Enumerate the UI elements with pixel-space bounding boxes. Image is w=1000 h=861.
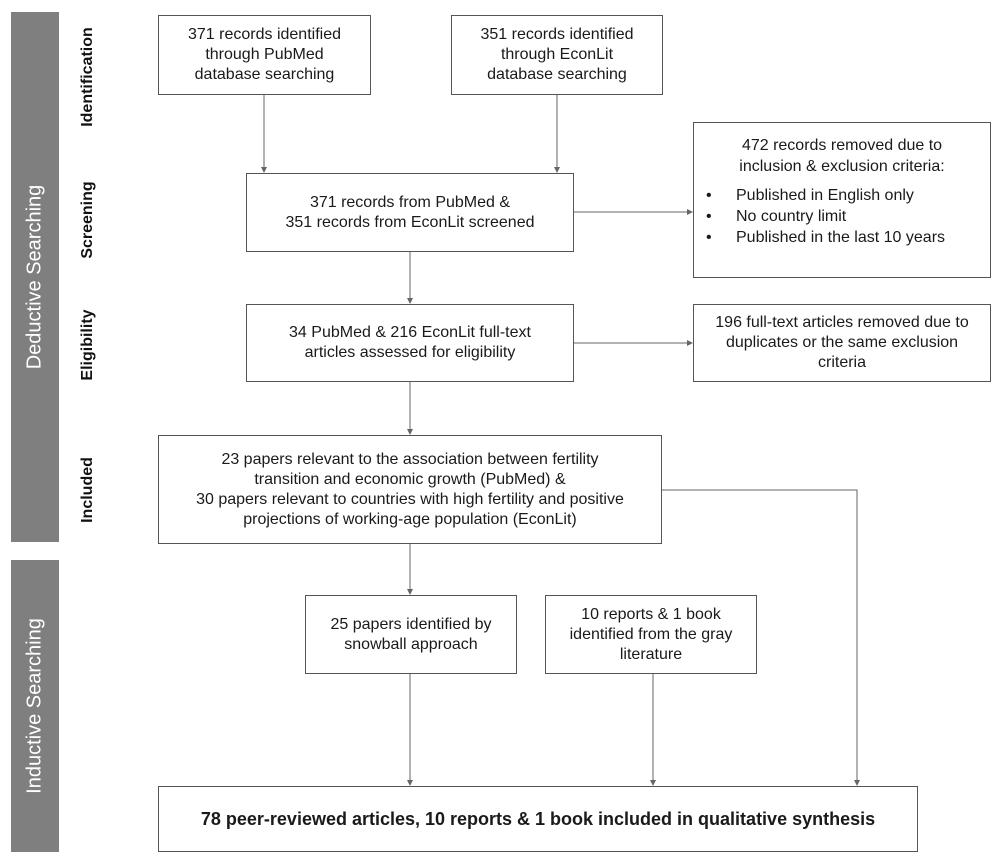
screened-box: 371 records from PubMed & 351 records fr…: [246, 173, 574, 252]
snowball-box: 25 papers identified by snowball approac…: [305, 595, 517, 674]
eligibility-box: 34 PubMed & 216 EconLit full-text articl…: [246, 304, 574, 382]
pubmed-identified-box: 371 records identified through PubMed da…: [158, 15, 371, 95]
final-synthesis-box: 78 peer-reviewed articles, 10 reports & …: [158, 786, 918, 852]
removed-criteria-box: 472 records removed due to inclusion & e…: [693, 122, 991, 278]
phase-bar-deductive: Deductive Searching: [11, 12, 59, 542]
gray-literature-box: 10 reports & 1 book identified from the …: [545, 595, 757, 674]
removed-criteria-heading: 472 records removed due to inclusion & e…: [739, 137, 945, 175]
removed-duplicates-box: 196 full-text articles removed due to du…: [693, 304, 991, 382]
list-item: •Published in English only: [706, 187, 914, 204]
included-box: 23 papers relevant to the association be…: [158, 435, 662, 544]
list-item: •Published in the last 10 years: [706, 229, 946, 246]
criteria-list: •Published in English only •No country l…: [694, 185, 990, 248]
phase-bar-inductive: Inductive Searching: [11, 560, 59, 852]
list-item: •No country limit: [706, 208, 847, 225]
econlit-identified-box: 351 records identified through EconLit d…: [451, 15, 663, 95]
